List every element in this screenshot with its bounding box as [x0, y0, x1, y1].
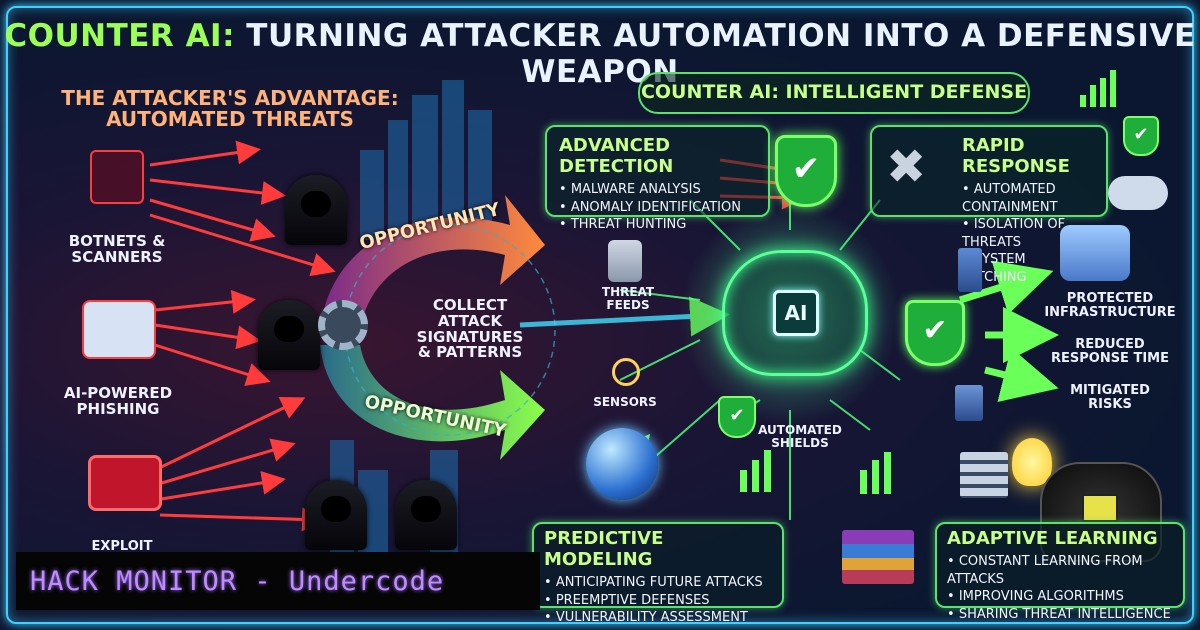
crystal-ball-icon [586, 428, 658, 500]
collect-label: COLLECT ATTACK SIGNATURES & PATTERNS [416, 296, 524, 362]
brand-banner: HACK MONITOR - Undercode [16, 552, 540, 610]
server-stack-icon [955, 385, 983, 421]
predictive-item: VULNERABILITY ASSESSMENT [544, 609, 772, 627]
robot-screen [1082, 494, 1118, 522]
hacker-figure-3 [305, 480, 367, 550]
shield-check-left: ✔ [718, 396, 756, 438]
botnets-label: BOTNETS & SCANNERS [68, 232, 166, 266]
rapid-response-title: RAPID RESPONSE [962, 135, 1070, 177]
hacker-figure-2 [258, 300, 320, 370]
shield-check-right: ✔ [905, 300, 965, 366]
advanced-detection-list: MALWARE ANALYSIS ANOMALY IDENTIFICATION … [559, 181, 756, 234]
cloud-icon [1108, 176, 1168, 210]
adaptive-panel: ADAPTIVE LEARNING CONSTANT LEARNING FROM… [935, 522, 1185, 622]
defense-heading: COUNTER AI: INTELLIGENT DEFENSE [638, 72, 1030, 114]
adaptive-title: ADAPTIVE LEARNING [947, 528, 1158, 549]
adaptive-item: SHARING THREAT INTELLIGENCE [947, 606, 1173, 624]
response-item: ISOLATION OF THREATS [962, 216, 1094, 251]
exploit-monitor-icon [88, 455, 162, 511]
reduced-label: REDUCED RESPONSE TIME [1050, 337, 1169, 366]
wrench-screwdriver-icon: ✖ [886, 139, 927, 195]
detection-item: MALWARE ANALYSIS [559, 181, 756, 199]
detection-item: THREAT HUNTING [559, 216, 756, 234]
phishing-email-icon [82, 300, 156, 359]
books-icon [842, 530, 914, 584]
server-icon [958, 248, 982, 292]
lightbulb-icon [1012, 438, 1052, 486]
ai-chip: AI [773, 290, 819, 336]
opportunity-arrow-top [320, 195, 545, 330]
botnet-icon [90, 150, 144, 204]
brand-text: HACK MONITOR - Undercode [30, 565, 445, 597]
adaptive-item: CONSTANT LEARNING FROM ATTACKS [947, 553, 1173, 588]
server-cloud-icon [1060, 225, 1130, 281]
advanced-detection-title: ADVANCED DETECTION [559, 135, 674, 177]
predictive-item: PREEMPTIVE DEFENSES [544, 592, 772, 610]
shield-check-icon: ✔ [775, 135, 837, 207]
detection-item: ANOMALY IDENTIFICATION [559, 199, 756, 217]
small-shield-icon: ✔ [1123, 116, 1159, 156]
attacker-heading: THE ATTACKER'S ADVANTAGE: AUTOMATED THRE… [60, 88, 400, 130]
phishing-label: AI-POWERED PHISHING [63, 384, 173, 418]
exploit-label: EXPLOIT [91, 539, 153, 554]
predictive-item: ANTICIPATING FUTURE ATTACKS [544, 574, 772, 592]
threat-feeds-label: THREAT FEEDS [601, 285, 655, 312]
predictive-list: ANTICIPATING FUTURE ATTACKS PREEMPTIVE D… [544, 574, 772, 627]
predictive-panel: PREDICTIVE MODELING ANTICIPATING FUTURE … [532, 522, 784, 625]
sensors-label: SENSORS [593, 395, 657, 409]
opportunity-arrow-bottom [320, 345, 545, 460]
title-part1: COUNTER AI: [4, 18, 235, 54]
predictive-title: PREDICTIVE MODELING [544, 528, 664, 570]
bar-chart-icons [740, 70, 1116, 494]
database-icon [608, 240, 642, 282]
server-rack-icon [960, 452, 1008, 498]
sensor-icon [612, 358, 640, 386]
attacker-heading-line1: THE ATTACKER'S ADVANTAGE: [61, 86, 399, 110]
automated-shields-label: AUTOMATED SHIELDS [758, 423, 842, 450]
advanced-detection-panel: ADVANCED DETECTION MALWARE ANALYSIS ANOM… [545, 125, 770, 232]
hacker-figure-1 [285, 175, 347, 245]
rapid-response-panel: ✖ RAPID RESPONSE AUTOMATED CONTAINMENT I… [870, 125, 1108, 285]
gear-icon [318, 300, 368, 350]
hacker-figure-4 [395, 480, 457, 550]
adaptive-item: IMPROVING ALGORITHMS [947, 588, 1173, 606]
attacker-heading-line2: AUTOMATED THREATS [106, 107, 354, 131]
mitigated-label: MITIGATED RISKS [1070, 383, 1150, 412]
protected-label: PROTECTED INFRASTRUCTURE [1044, 291, 1176, 320]
adaptive-list: CONSTANT LEARNING FROM ATTACKS IMPROVING… [947, 553, 1173, 623]
response-item: AUTOMATED CONTAINMENT [962, 181, 1094, 216]
